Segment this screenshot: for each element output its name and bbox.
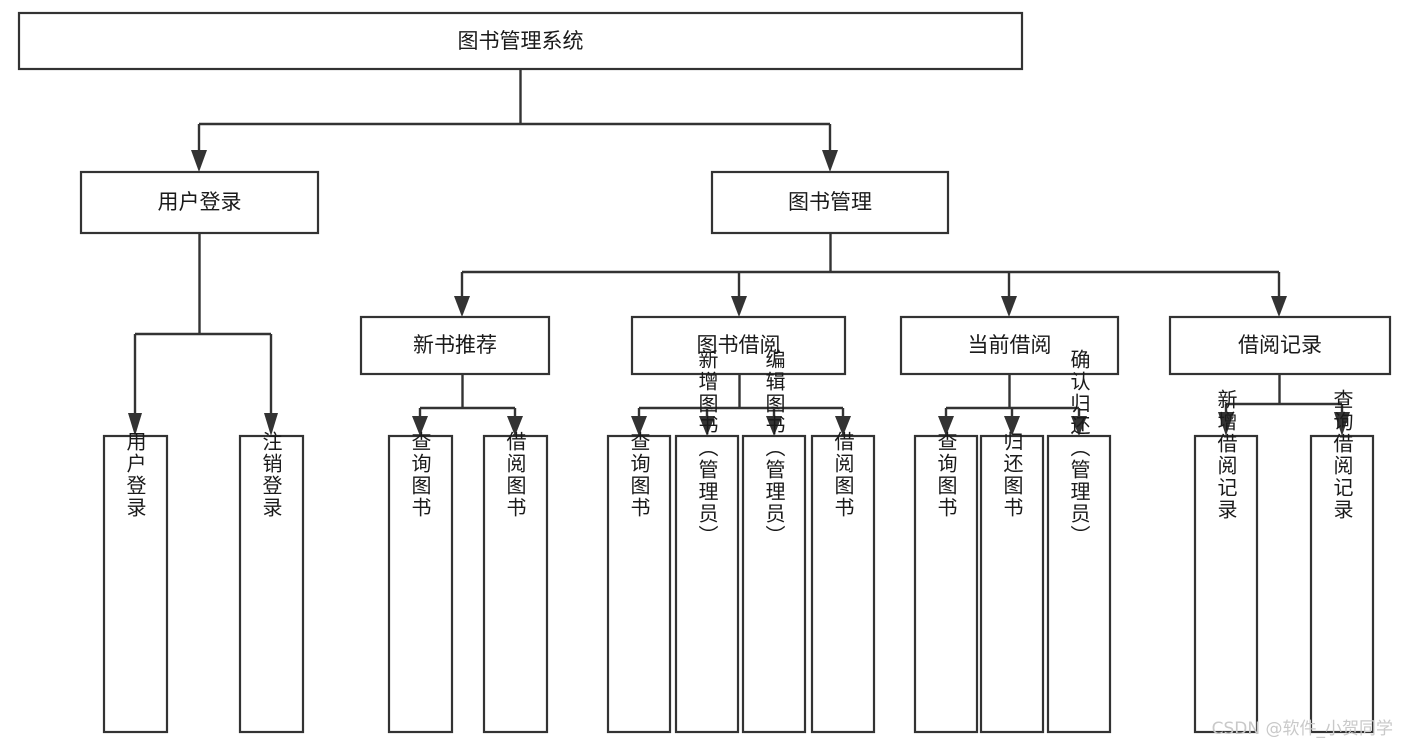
- leaf-node-user-login-label: 用户登录: [123, 431, 147, 519]
- node-root-system[interactable]: 图书管理系统: [17, 11, 1024, 71]
- leaf-node-bb-edit-book-label: 编辑图书（管理员）: [762, 349, 786, 547]
- arrow-head-br-leaf-1: [1218, 412, 1234, 436]
- arrow-head-current-borrow: [1001, 296, 1017, 317]
- node-borrow-record-label: 借阅记录: [1238, 333, 1322, 357]
- node-user-login[interactable]: 用户登录: [79, 170, 320, 235]
- leaf-node-bb-edit-book-box[interactable]: [741, 434, 807, 734]
- leaf-node-nb-borrow-book-box[interactable]: [482, 434, 549, 734]
- arrow-head-nb-leaf-2: [507, 416, 523, 436]
- leaf-node-bb-edit-book[interactable]: 编辑图书（管理员）: [741, 349, 807, 734]
- node-root-system-box[interactable]: [17, 11, 1024, 71]
- arrow-head-book-mgmt: [822, 150, 838, 172]
- leaf-node-nb-borrow-book[interactable]: 借阅图书: [482, 431, 549, 734]
- node-book-borrow[interactable]: 图书借阅: [630, 315, 847, 376]
- leaf-node-bb-query-book[interactable]: 查询图书: [606, 431, 672, 734]
- leaf-node-cb-query-book[interactable]: 查询图书: [913, 431, 979, 734]
- arrow-head-bb-leaf-1: [631, 416, 647, 436]
- leaf-node-bb-borrow-book-box[interactable]: [810, 434, 876, 734]
- leaf-node-logout-label: 注销登录: [259, 431, 283, 519]
- leaf-node-bb-query-book-box[interactable]: [606, 434, 672, 734]
- connector-group-book-borrow-children: [631, 374, 851, 436]
- arrow-head-cb-leaf-3: [1071, 416, 1087, 436]
- connector-group-root-to-level1: [191, 69, 838, 172]
- leaf-node-cb-return-book-label: 归还图书: [1000, 431, 1024, 519]
- csdn-watermark: CSDN @软件_小贺同学: [1211, 719, 1393, 739]
- node-current-borrow-box[interactable]: [899, 315, 1120, 376]
- node-borrow-record-box[interactable]: [1168, 315, 1392, 376]
- node-borrow-record[interactable]: 借阅记录: [1168, 315, 1392, 376]
- leaf-node-nb-query-book-label: 查询图书: [408, 431, 432, 519]
- leaf-node-cb-return-book-box[interactable]: [979, 434, 1045, 734]
- leaf-node-cb-confirm-return-label: 确认归还（管理员）: [1067, 349, 1091, 547]
- node-root-system-label: 图书管理系统: [458, 29, 584, 53]
- leaf-node-cb-query-book-box[interactable]: [913, 434, 979, 734]
- arrow-head-leaf-user-login: [128, 413, 142, 436]
- leaf-node-br-query-record-label: 查询借阅记录: [1330, 389, 1354, 521]
- leaf-node-user-login[interactable]: 用户登录: [102, 431, 169, 734]
- arrow-head-user-login: [191, 150, 207, 172]
- leaf-node-br-add-record-box[interactable]: [1193, 434, 1259, 734]
- node-user-login-box[interactable]: [79, 170, 320, 235]
- connector-group-current-borrow-children: [938, 374, 1087, 436]
- arrow-head-new-book: [454, 296, 470, 317]
- node-new-book-recommend-label: 新书推荐: [413, 333, 497, 357]
- connector-group-borrow-record-children: [1218, 374, 1350, 436]
- arrow-head-book-borrow: [731, 296, 747, 317]
- node-book-management-label: 图书管理: [788, 190, 872, 214]
- leaf-node-br-query-record[interactable]: 查询借阅记录: [1309, 389, 1375, 734]
- leaf-node-bb-add-book[interactable]: 新增图书（管理员）: [674, 349, 740, 734]
- leaf-node-bb-query-book-label: 查询图书: [627, 431, 651, 519]
- arrow-head-cb-leaf-1: [938, 416, 954, 436]
- arrow-head-borrow-record: [1271, 296, 1287, 317]
- leaf-node-nb-query-book[interactable]: 查询图书: [387, 431, 454, 734]
- node-book-management-box[interactable]: [710, 170, 950, 235]
- leaf-node-logout[interactable]: 注销登录: [238, 431, 305, 734]
- node-current-borrow[interactable]: 当前借阅: [899, 315, 1120, 376]
- arrow-head-nb-leaf-1: [412, 416, 428, 436]
- arrow-head-cb-leaf-2: [1004, 416, 1020, 436]
- arrow-head-bb-leaf-2: [699, 416, 715, 436]
- arrow-head-bb-leaf-3: [766, 416, 782, 436]
- node-current-borrow-label: 当前借阅: [968, 333, 1052, 357]
- leaf-node-br-add-record-label: 新增借阅记录: [1214, 389, 1238, 521]
- arrow-head-leaf-logout: [264, 413, 278, 436]
- leaf-node-bb-add-book-box[interactable]: [674, 434, 740, 734]
- leaf-node-cb-confirm-return[interactable]: 确认归还（管理员）: [1046, 349, 1112, 734]
- leaf-node-bb-add-book-label: 新增图书（管理员）: [695, 349, 719, 547]
- arrow-head-br-leaf-2: [1334, 412, 1350, 436]
- leaf-node-cb-return-book[interactable]: 归还图书: [979, 431, 1045, 734]
- connector-group-user-login-children: [128, 233, 278, 436]
- leaf-node-bb-borrow-book[interactable]: 借阅图书: [810, 431, 876, 734]
- node-user-login-label: 用户登录: [158, 190, 242, 214]
- leaf-node-nb-query-book-box[interactable]: [387, 434, 454, 734]
- leaf-node-br-query-record-box[interactable]: [1309, 434, 1375, 734]
- node-new-book-recommend-box[interactable]: [359, 315, 551, 376]
- arrow-head-bb-leaf-4: [835, 416, 851, 436]
- connector-group-book-mgmt-children: [454, 233, 1287, 317]
- node-book-borrow-label: 图书借阅: [697, 333, 781, 357]
- node-book-management[interactable]: 图书管理: [710, 170, 950, 235]
- node-new-book-recommend[interactable]: 新书推荐: [359, 315, 551, 376]
- connector-group-new-book-children: [412, 374, 523, 436]
- leaf-node-br-add-record[interactable]: 新增借阅记录: [1193, 389, 1259, 734]
- node-book-borrow-box[interactable]: [630, 315, 847, 376]
- leaf-node-cb-query-book-label: 查询图书: [934, 431, 958, 519]
- leaf-node-cb-confirm-return-box[interactable]: [1046, 434, 1112, 734]
- leaf-node-nb-borrow-book-label: 借阅图书: [503, 431, 527, 519]
- leaf-node-logout-box[interactable]: [238, 434, 305, 734]
- leaf-node-bb-borrow-book-label: 借阅图书: [831, 431, 855, 519]
- leaf-node-user-login-box[interactable]: [102, 434, 169, 734]
